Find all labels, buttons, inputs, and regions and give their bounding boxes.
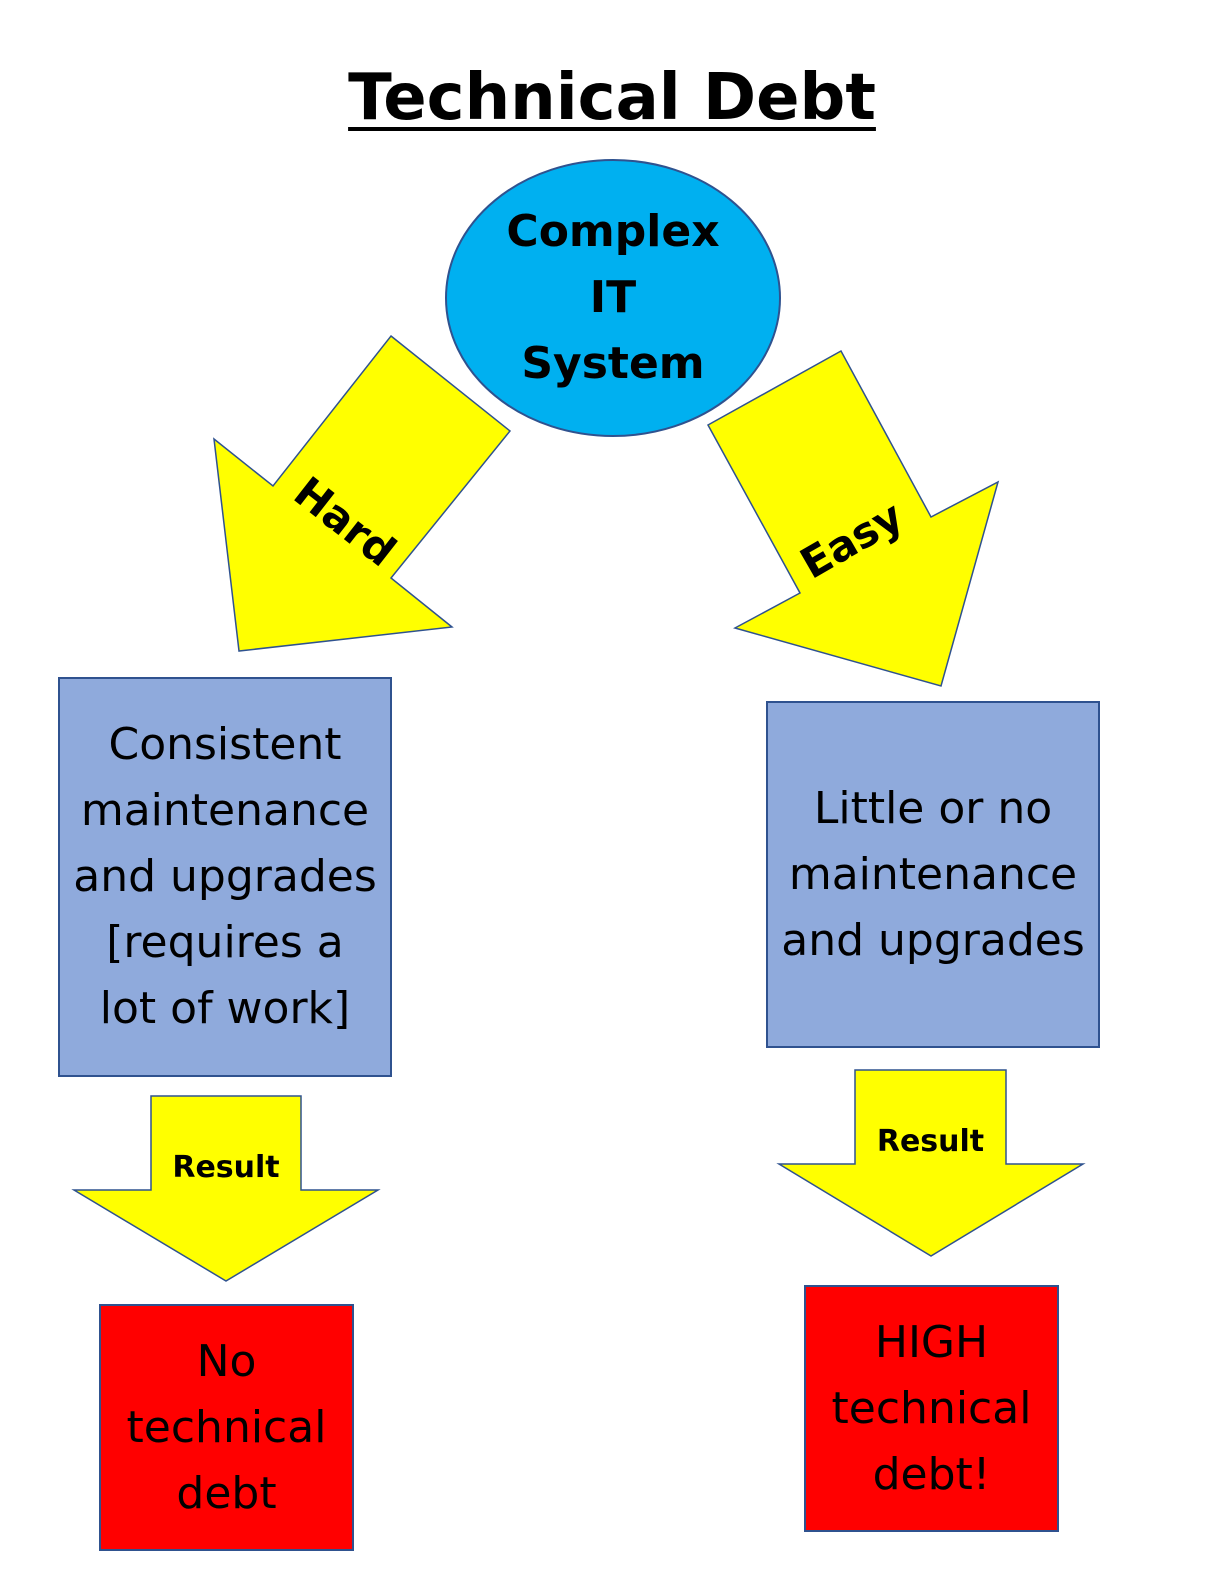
easy-arrow: [706, 349, 1000, 687]
root-node-ellipse: [445, 159, 781, 437]
left-outcome-box: No technical debt: [99, 1304, 354, 1551]
right-outcome-box: HIGH technical debt!: [804, 1285, 1059, 1532]
left-result-arrow: [71, 1095, 381, 1282]
right-result-arrow: [776, 1069, 1086, 1257]
left-action-box: Consistent maintenance and upgrades [req…: [58, 677, 392, 1077]
right-action-box: Little or no maintenance and upgrades: [766, 701, 1100, 1048]
left-result-label: Result: [172, 1150, 280, 1185]
right-result-label: Result: [876, 1124, 985, 1159]
diagram-title: Technical Debt: [348, 61, 876, 135]
root-node-label: Complex IT System: [506, 206, 720, 389]
hard-arrow: [213, 334, 512, 652]
